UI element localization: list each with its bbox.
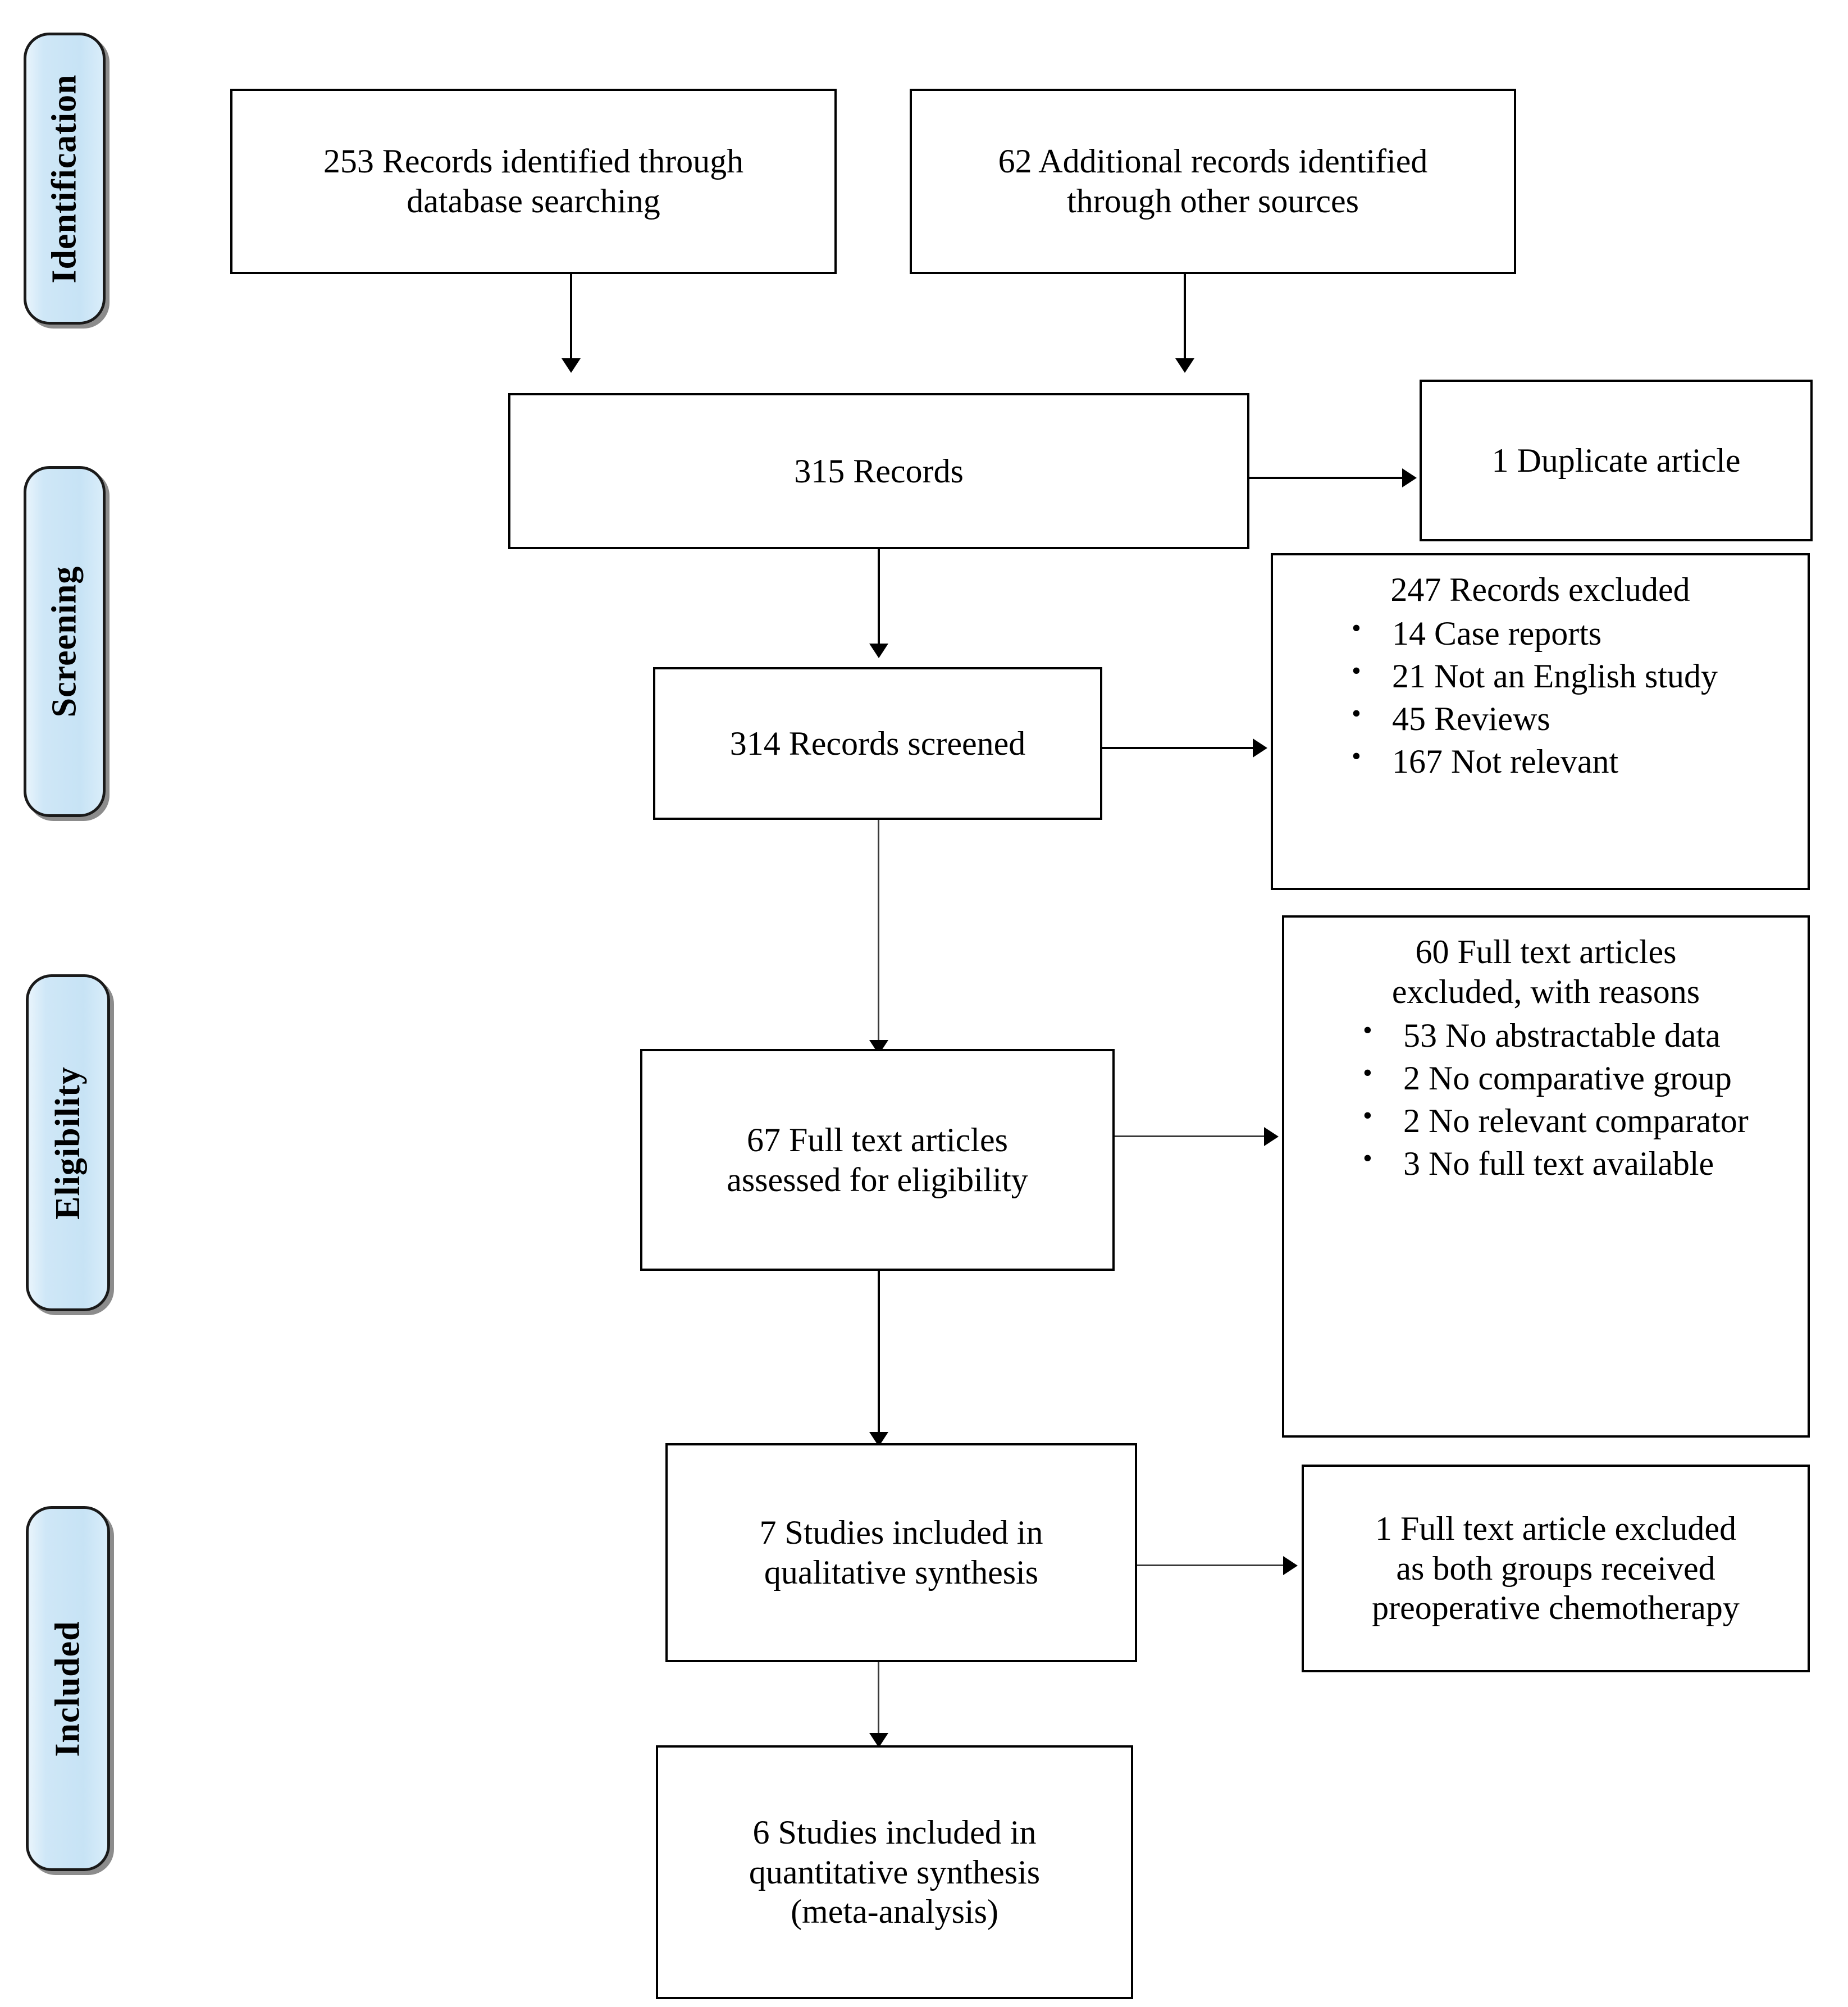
box-records-screened-line1: 314 Records screened [729,724,1026,762]
phase-label-included: Included [48,1620,87,1757]
box-fulltext-assessed: 67 Full text articles assessed for eligi… [640,1049,1115,1271]
connector-fulltext-to-qualitative [878,1271,880,1434]
box-fulltext-excluded: 60 Full text articles excluded, with rea… [1282,915,1810,1438]
arrow-other-sources-to-records [1175,358,1194,373]
list-item: 2 No comparative group [1359,1057,1799,1098]
phase-label-eligibility: Eligibility [48,1066,87,1220]
list-item: 21 Not an English study [1348,655,1799,696]
fulltext-excluded-reason-list: 53 No abstractable data 2 No comparative… [1293,1014,1799,1184]
arrow-records-to-duplicate [1402,468,1417,487]
arrow-records-to-screened [869,644,888,658]
box-qualitative-excluded-line2: as both groups received [1396,1549,1715,1587]
connector-records-to-screened [878,549,880,644]
list-item: 14 Case reports [1348,612,1799,654]
box-qualitative-synthesis: 7 Studies included in qualitative synthe… [665,1443,1137,1662]
phase-label-screening: Screening [45,565,84,718]
box-fulltext-assessed-line1: 67 Full text articles [747,1121,1008,1158]
box-records-other-sources-line2: through other sources [1067,183,1359,220]
box-records-database-search-line2: database searching [407,183,660,220]
connector-screened-to-fulltext [878,820,879,1042]
phase-tab-screening: Screening [24,466,106,817]
phase-label-identification: Identification [45,74,84,284]
box-records-screened: 314 Records screened [653,667,1102,820]
box-records-excluded-title: 247 Records excluded [1390,571,1690,608]
box-qualitative-excluded: 1 Full text article excluded as both gro… [1302,1465,1810,1672]
box-duplicate-article: 1 Duplicate article [1420,380,1813,541]
connector-qualitative-to-quantitative [878,1662,879,1735]
box-quantitative-synthesis-line1: 6 Studies included in [752,1813,1037,1851]
box-quantitative-synthesis-line3: (meta-analysis) [791,1893,998,1931]
box-quantitative-synthesis-line2: quantitative synthesis [749,1853,1041,1891]
connector-fulltext-to-excluded [1115,1135,1264,1137]
box-fulltext-excluded-title-line2: excluded, with reasons [1391,973,1700,1010]
list-item: 45 Reviews [1348,697,1799,739]
list-item: 2 No relevant comparator [1359,1100,1799,1141]
connector-records-to-duplicate [1249,477,1402,479]
phase-tab-identification: Identification [24,33,106,325]
box-records-database-search: 253 Records identified through database … [230,89,837,274]
list-item: 53 No abstractable data [1359,1014,1799,1056]
box-records-database-search-line1: 253 Records identified through [323,143,744,180]
list-item: 167 Not relevant [1348,740,1799,782]
connector-db-search-down [570,274,572,359]
box-records-excluded: 247 Records excluded 14 Case reports 21 … [1271,553,1810,890]
box-qualitative-synthesis-line1: 7 Studies included in [759,1514,1043,1552]
connector-screened-to-excluded [1102,747,1253,749]
arrow-qualitative-to-excluded [1283,1556,1298,1575]
arrow-db-search-to-records [562,358,581,373]
records-excluded-reason-list: 14 Case reports 21 Not an English study … [1282,612,1799,782]
list-item: 3 No full text available [1359,1142,1799,1184]
phase-tab-included: Included [26,1506,110,1871]
box-duplicate-article-line1: 1 Duplicate article [1491,441,1741,479]
box-total-records-line1: 315 Records [794,452,964,490]
box-records-other-sources-line1: 62 Additional records identified [998,143,1428,180]
box-fulltext-excluded-title-line1: 60 Full text articles [1415,933,1677,970]
connector-qualitative-to-excluded [1137,1564,1283,1566]
box-total-records: 315 Records [508,393,1249,549]
box-fulltext-assessed-line2: assessed for eligibility [727,1161,1028,1198]
box-records-other-sources: 62 Additional records identified through… [910,89,1516,274]
arrow-qualitative-to-quantitative [869,1733,888,1748]
box-qualitative-synthesis-line2: qualitative synthesis [764,1554,1039,1591]
box-qualitative-excluded-line3: preoperative chemotherapy [1372,1589,1740,1627]
box-quantitative-synthesis: 6 Studies included in quantitative synth… [656,1745,1133,1999]
phase-tab-eligibility: Eligibility [26,974,110,1311]
arrow-screened-to-excluded [1253,738,1267,758]
arrow-fulltext-to-excluded [1264,1127,1279,1146]
box-qualitative-excluded-line1: 1 Full text article excluded [1375,1509,1737,1547]
connector-other-sources-down [1184,274,1186,359]
